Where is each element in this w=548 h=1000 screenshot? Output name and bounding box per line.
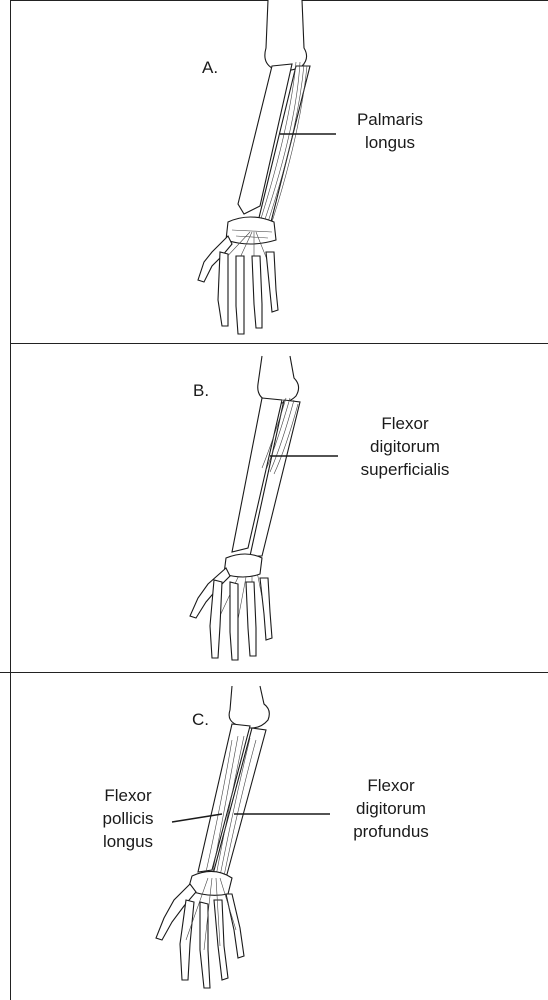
- panel-b-letter: B.: [193, 381, 209, 401]
- label-palmaris-longus: Palmaris longus: [340, 108, 440, 154]
- label-line: pollicis: [86, 807, 170, 830]
- finger-b-2: [230, 582, 238, 660]
- finger-c-1: [180, 900, 194, 980]
- panel-c-drawing: [156, 686, 330, 988]
- label-line: longus: [340, 131, 440, 154]
- label-line: superficialis: [340, 458, 470, 481]
- label-line: Flexor: [340, 412, 470, 435]
- finger-c-2: [200, 902, 210, 988]
- finger-a-3: [252, 256, 262, 328]
- panel-a-letter: A.: [202, 58, 218, 78]
- finger-c-3: [214, 900, 228, 980]
- label-flexor-digitorum-profundus: Flexor digitorum profundus: [336, 774, 446, 843]
- label-line: digitorum: [340, 435, 470, 458]
- label-line: Flexor: [86, 784, 170, 807]
- carpals-a: [226, 217, 276, 244]
- finger-b-4: [260, 578, 272, 640]
- finger-a-4: [266, 252, 278, 312]
- label-line: digitorum: [336, 797, 446, 820]
- carpals-b: [224, 554, 262, 577]
- label-line: Palmaris: [340, 108, 440, 131]
- panel-b-drawing: [190, 356, 338, 660]
- thumb-b: [190, 568, 230, 618]
- finger-a-1: [218, 252, 228, 326]
- finger-a-2: [236, 256, 244, 334]
- label-flexor-pollicis-longus: Flexor pollicis longus: [86, 784, 170, 853]
- humerus-a: [265, 0, 307, 71]
- label-line: profundus: [336, 820, 446, 843]
- humerus-c: [229, 686, 269, 728]
- panel-c-letter: C.: [192, 710, 209, 730]
- label-line: Flexor: [336, 774, 446, 797]
- finger-b-3: [246, 582, 256, 656]
- label-flexor-digitorum-superficialis: Flexor digitorum superficialis: [340, 412, 470, 481]
- panel-a-drawing: [198, 0, 336, 334]
- label-line: longus: [86, 830, 170, 853]
- humerus-b: [258, 356, 299, 403]
